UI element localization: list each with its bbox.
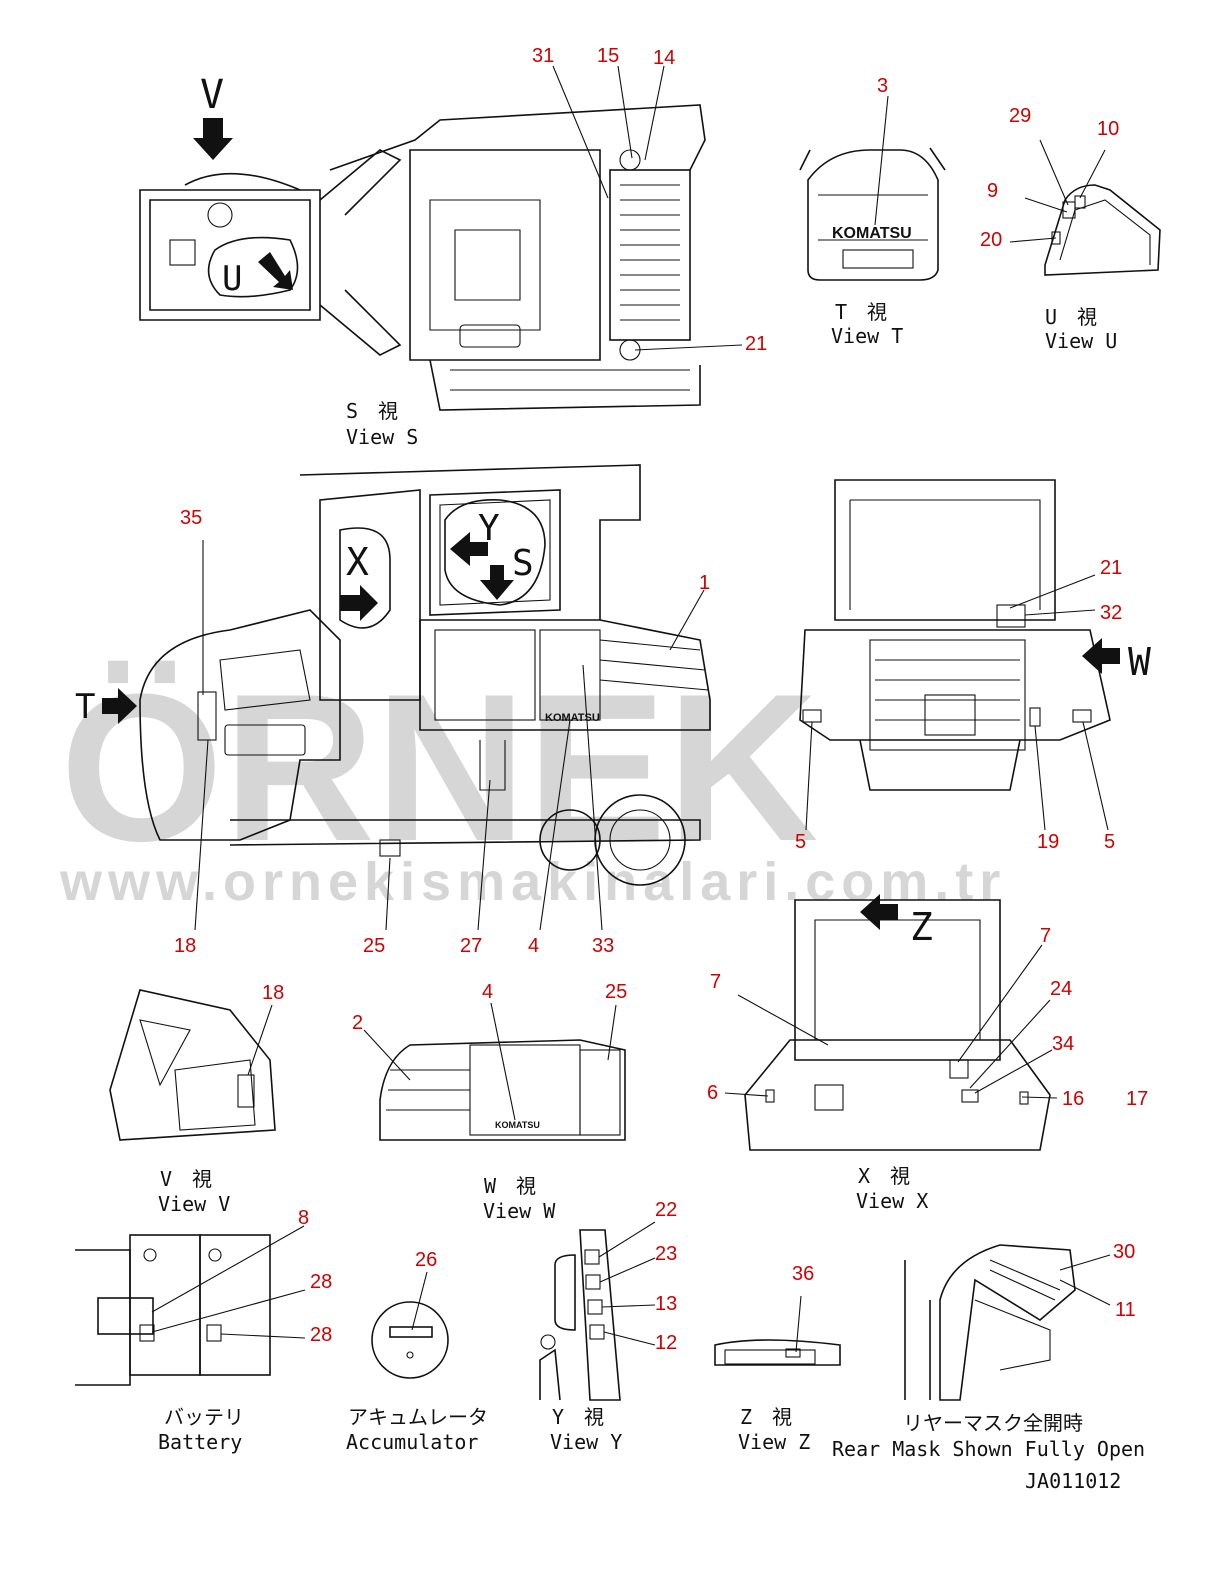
callout: 23: [655, 1243, 677, 1265]
svg-text:リヤーマスク全開時: リヤーマスク全開時: [903, 1411, 1083, 1435]
svg-text:ÖRNEK: ÖRNEK: [60, 650, 818, 885]
view-z-drawing: [714, 1339, 841, 1366]
callout: 29: [1009, 105, 1031, 127]
view-u-drawing: [1044, 184, 1161, 276]
callout: 28: [310, 1271, 332, 1293]
callout: 1: [699, 572, 710, 594]
svg-text:Z 視: Z 視: [740, 1405, 792, 1429]
callout: 30: [1113, 1241, 1135, 1263]
callout: 3: [877, 75, 888, 97]
callout: 5: [1104, 831, 1115, 853]
view-t-drawing: KOMATSU: [799, 147, 946, 281]
callout: 27: [460, 935, 482, 957]
svg-text:View T: View T: [831, 324, 903, 348]
svg-text:Rear Mask Shown Fully Open: Rear Mask Shown Fully Open: [832, 1437, 1145, 1461]
callout: 4: [528, 935, 539, 957]
callouts: 31 15 14 21 3 29 10 9 20 35 1 18 25 27 4…: [174, 45, 1148, 1354]
callout: 5: [795, 831, 806, 853]
svg-text:W: W: [1128, 640, 1151, 684]
callout: 32: [1100, 602, 1122, 624]
view-w-drawing: KOMATSU: [379, 1039, 626, 1141]
callout: 21: [745, 333, 767, 355]
svg-text:KOMATSU: KOMATSU: [495, 1120, 540, 1130]
svg-text:V: V: [200, 72, 224, 118]
svg-text:T: T: [75, 687, 95, 727]
callout: 25: [605, 981, 627, 1003]
svg-text:アキュムレータ: アキュムレータ: [348, 1405, 488, 1429]
callout: 28: [310, 1324, 332, 1346]
callout: 21: [1100, 557, 1122, 579]
callout: 12: [655, 1332, 677, 1354]
svg-text:X: X: [346, 540, 369, 584]
view-v-drawing: [109, 989, 276, 1141]
callout: 17: [1126, 1088, 1148, 1110]
callout: 34: [1052, 1033, 1074, 1055]
callout: 36: [792, 1263, 814, 1285]
leader-lines: [151, 65, 1111, 1353]
battery-drawing: [75, 1234, 271, 1386]
svg-text:V 視: V 視: [160, 1167, 212, 1191]
svg-text:S: S: [512, 543, 534, 584]
rear-view-drawing: W: [799, 479, 1151, 791]
svg-text:X 視: X 視: [858, 1164, 910, 1188]
callout: 13: [655, 1293, 677, 1315]
callout: 7: [710, 971, 721, 993]
svg-text:JA011012: JA011012: [1025, 1469, 1121, 1493]
callout: 8: [298, 1207, 309, 1229]
rear-mask-drawing: [904, 1244, 1076, 1401]
view-s-drawing: U V: [139, 72, 706, 411]
callout: 31: [532, 45, 554, 67]
svg-text:View V: View V: [158, 1192, 230, 1216]
watermark: ÖRNEK www.ornekismakinalari.com.tr: [59, 650, 1006, 912]
callout: 10: [1097, 118, 1119, 140]
svg-text:バッテリ: バッテリ: [164, 1405, 244, 1429]
callout: 4: [482, 981, 493, 1003]
svg-text:Z: Z: [910, 905, 933, 949]
svg-text:View Y: View Y: [550, 1430, 622, 1454]
view-captions: S 視 View S T 視 View T U 視 View U V 視 Vie…: [158, 300, 1145, 1493]
callout: 25: [363, 935, 385, 957]
callout: 6: [707, 1082, 718, 1104]
svg-text:View Z: View Z: [738, 1430, 810, 1454]
svg-text:U: U: [222, 259, 242, 299]
callout: 16: [1062, 1088, 1084, 1110]
callout: 7: [1040, 925, 1051, 947]
callout: 24: [1050, 978, 1072, 1000]
svg-text:Y 視: Y 視: [552, 1405, 604, 1429]
callout: 9: [987, 180, 998, 202]
callout: 18: [262, 982, 284, 1004]
callout: 19: [1037, 831, 1059, 853]
callout: 11: [1115, 1299, 1136, 1321]
svg-text:S 視: S 視: [346, 399, 398, 423]
callout: 2: [352, 1012, 363, 1034]
view-x-drawing: Z: [744, 894, 1051, 1151]
svg-text:W 視: W 視: [484, 1174, 536, 1198]
callout: 14: [653, 47, 675, 69]
svg-text:www.ornekismakinalari.com.tr: www.ornekismakinalari.com.tr: [59, 852, 1006, 912]
svg-text:Accumulator: Accumulator: [346, 1430, 478, 1454]
callout: 15: [597, 45, 619, 67]
svg-text:View U: View U: [1045, 329, 1117, 353]
svg-text:U 視: U 視: [1045, 305, 1097, 329]
accumulator-drawing: [371, 1301, 449, 1379]
svg-text:View X: View X: [856, 1189, 928, 1213]
callout: 22: [655, 1199, 677, 1221]
callout: 18: [174, 935, 196, 957]
callout: 33: [592, 935, 614, 957]
callout: 20: [980, 229, 1002, 251]
svg-text:View S: View S: [346, 425, 418, 449]
svg-text:View W: View W: [483, 1199, 556, 1223]
svg-text:KOMATSU: KOMATSU: [545, 712, 600, 724]
svg-text:KOMATSU: KOMATSU: [832, 225, 912, 242]
callout: 35: [180, 507, 202, 529]
svg-text:Battery: Battery: [158, 1430, 242, 1454]
callout: 26: [415, 1249, 437, 1271]
svg-text:T 視: T 視: [835, 300, 887, 324]
svg-text:Y: Y: [478, 508, 500, 549]
view-y-drawing: [539, 1229, 621, 1401]
